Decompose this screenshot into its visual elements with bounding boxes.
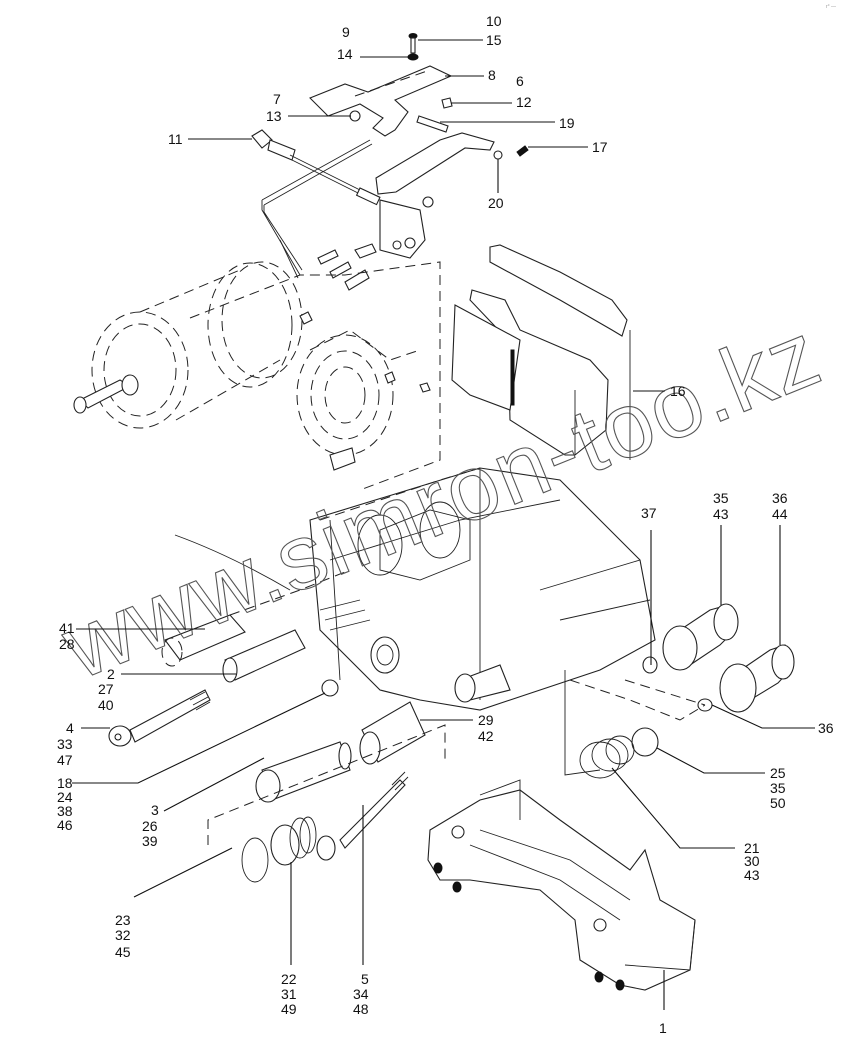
- drum-assembly-group: [73, 261, 441, 491]
- adjuster-linkage-group: [251, 33, 529, 291]
- part-pin-19: [416, 115, 449, 133]
- part-spring-17: [516, 145, 529, 157]
- part-clip-12: [441, 97, 453, 109]
- callout-20: 20: [488, 195, 504, 211]
- callout-21: 21: [744, 840, 760, 856]
- callout-29: 29: [478, 712, 494, 728]
- callout-34: 34: [353, 986, 369, 1002]
- callout-28: 28: [59, 636, 75, 652]
- part-brake-pads-16: [451, 244, 631, 460]
- callout-42: 42: [478, 728, 494, 744]
- part-bolt-10: [407, 33, 419, 61]
- callout-48: 48: [353, 1001, 369, 1017]
- callout-23: 23: [115, 912, 131, 928]
- callout-26: 26: [142, 818, 158, 834]
- callout-43-b: 43: [744, 867, 760, 883]
- callout-27: 27: [98, 681, 114, 697]
- callout-47: 47: [57, 752, 73, 768]
- part-lever: [375, 132, 495, 195]
- callout-31: 31: [281, 986, 297, 1002]
- callout-19: 19: [559, 115, 575, 131]
- callout-46: 46: [57, 817, 73, 833]
- callout-24: 24: [57, 789, 73, 805]
- corner-mark: r° —: [826, 4, 836, 10]
- callout-5: 5: [361, 971, 369, 987]
- callout-49: 49: [281, 1001, 297, 1017]
- callout-36-right: 36: [818, 720, 834, 736]
- callout-45: 45: [115, 944, 131, 960]
- callout-30: 30: [744, 853, 760, 869]
- callout-1: 1: [659, 1020, 667, 1036]
- part-carrier-bracket-1: [427, 779, 696, 991]
- part-pin-13: [349, 110, 361, 122]
- callout-37: 37: [641, 505, 657, 521]
- callout-7: 7: [273, 91, 281, 107]
- callout-40: 40: [98, 697, 114, 713]
- callout-41: 41: [59, 620, 75, 636]
- callout-18: 18: [57, 775, 73, 791]
- callout-4: 4: [66, 720, 74, 736]
- leader-lines: [72, 39, 815, 1010]
- callout-44: 44: [772, 506, 788, 522]
- callout-17: 17: [592, 139, 608, 155]
- callout-39: 39: [142, 833, 158, 849]
- callout-2: 2: [107, 666, 115, 682]
- callout-8: 8: [488, 67, 496, 83]
- callout-43: 43: [713, 506, 729, 522]
- part-cable-11: [251, 129, 381, 206]
- callout-32: 32: [115, 927, 131, 943]
- part-caliper-housing: [174, 467, 656, 711]
- callout-50: 50: [770, 795, 786, 811]
- callout-13: 13: [266, 108, 282, 124]
- callout-16: 16: [670, 383, 686, 399]
- callout-25: 25: [770, 765, 786, 781]
- callout-11: 11: [168, 131, 183, 147]
- callout-33: 33: [57, 736, 73, 752]
- callout-labels: 10 15 9 14 8 6 12 7 13 11 19 17 20 16 37…: [57, 13, 834, 1036]
- callout-35: 35: [713, 490, 729, 506]
- callout-14: 14: [337, 46, 353, 62]
- piston-pin-group: [108, 569, 446, 883]
- callout-12: 12: [516, 94, 532, 110]
- callout-22: 22: [281, 971, 297, 987]
- callout-10: 10: [486, 13, 502, 29]
- callout-15: 15: [486, 32, 502, 48]
- callout-36-top: 36: [772, 490, 788, 506]
- callout-9: 9: [342, 24, 350, 40]
- boot-group: [564, 603, 795, 779]
- callout-3: 3: [151, 802, 159, 818]
- callout-35-b: 35: [770, 780, 786, 796]
- part-washer-20: [493, 150, 503, 160]
- callout-6: 6: [516, 73, 524, 89]
- callout-38: 38: [57, 803, 73, 819]
